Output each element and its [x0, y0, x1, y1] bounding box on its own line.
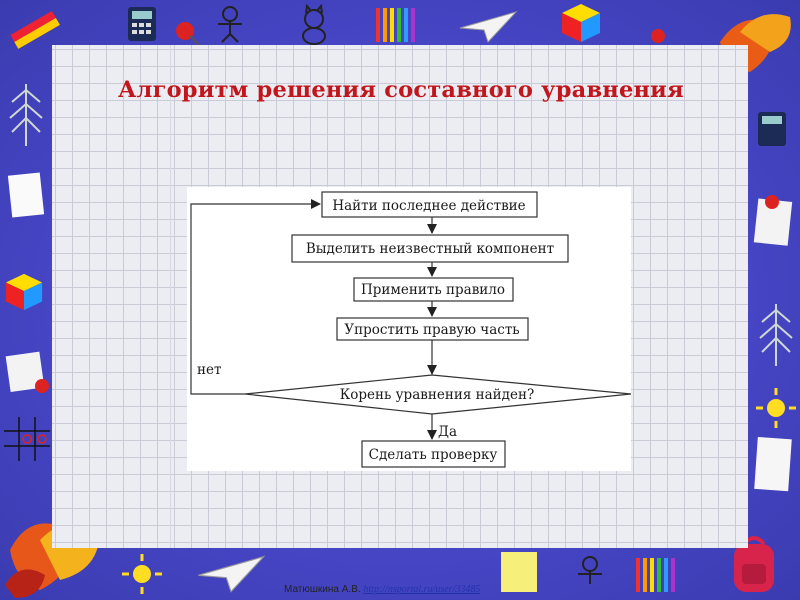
note-paper-icon	[4, 350, 52, 398]
paper-plane-icon	[458, 8, 518, 44]
rubiks-cube-icon	[560, 2, 602, 44]
pushpin-icon	[172, 18, 202, 48]
no-label: нет	[197, 362, 221, 378]
tic-tac-toe-icon	[2, 415, 52, 463]
stick-figure-icon	[568, 550, 612, 598]
paper-plane-icon	[196, 552, 266, 594]
note-paper-icon	[6, 170, 48, 222]
credit-author: Матюшкина А.В.	[284, 584, 361, 595]
yes-label: Да	[438, 424, 457, 440]
stick-figure-icon	[208, 4, 252, 44]
step-text-3: Применить правило	[361, 282, 505, 298]
pencils-icon	[632, 552, 688, 596]
decision-text: Корень уравнения найден?	[340, 387, 534, 403]
sticky-note-icon	[497, 548, 541, 596]
flowchart: Найти последнее действие Выделить неизве…	[187, 187, 631, 471]
credit-link[interactable]: http://nsportal.ru/user/33485	[363, 584, 480, 595]
step-text-1: Найти последнее действие	[332, 198, 525, 214]
rubiks-cube-icon	[4, 272, 44, 312]
tree-icon	[6, 80, 46, 150]
step-text-2: Выделить неизвестный компонент	[306, 241, 554, 257]
slide-title: Алгоритм решения составного уравнения	[118, 77, 684, 103]
pencils-icon	[372, 4, 428, 44]
final-step-text: Сделать проверку	[369, 447, 498, 463]
calculator-icon	[122, 5, 164, 45]
cat-icon	[292, 4, 338, 46]
step-text-4: Упростить правую часть	[344, 322, 519, 338]
credit-line: Матюшкина А.В. http://nsportal.ru/user/3…	[284, 584, 480, 595]
sun-icon	[120, 552, 164, 596]
